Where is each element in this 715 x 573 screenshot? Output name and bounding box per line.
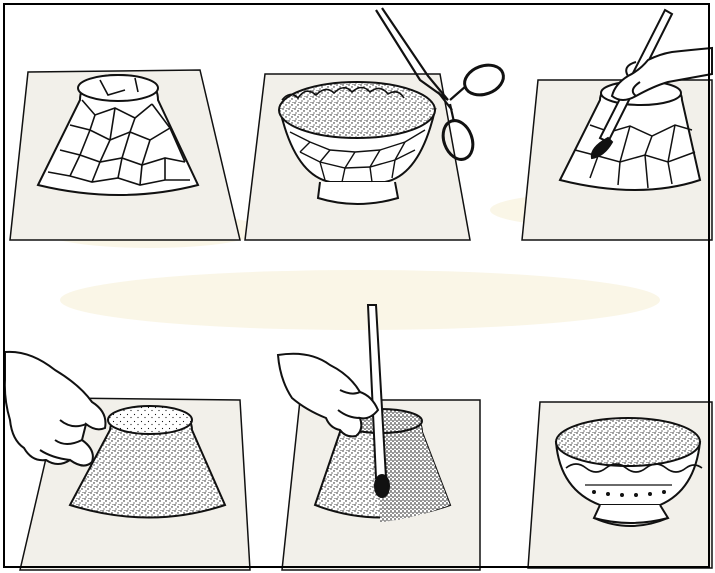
panel-step-5 xyxy=(278,305,480,570)
panel-step-4 xyxy=(5,352,250,570)
hand-press-icon xyxy=(5,352,106,466)
panel-step-1 xyxy=(10,70,240,240)
panel-step-6 xyxy=(528,402,712,568)
panel-step-2 xyxy=(245,8,508,240)
panel-step-3 xyxy=(522,10,712,240)
